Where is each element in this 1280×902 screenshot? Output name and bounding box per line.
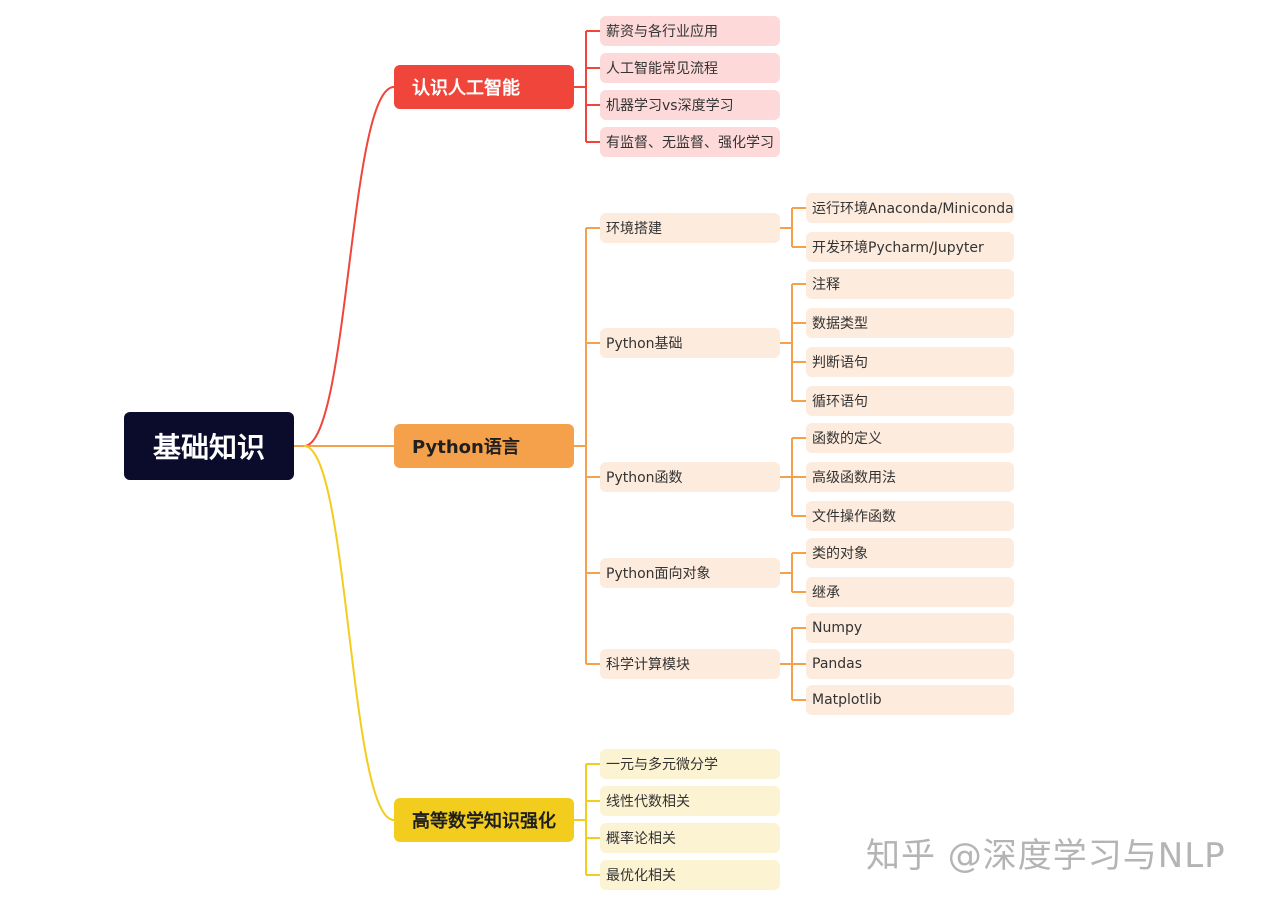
- leaf-ml-vs-dl: 机器学习vs深度学习: [600, 90, 780, 120]
- connector-sci-modules: [780, 627, 806, 701]
- leaf-function-def: 函数的定义: [806, 423, 1014, 453]
- leaf-python-basics: Python基础: [600, 328, 780, 358]
- leaf-matplotlib: Matplotlib: [806, 685, 1014, 715]
- branch-math: 高等数学知识强化: [394, 798, 574, 842]
- leaf-pandas: Pandas: [806, 649, 1014, 679]
- leaf-dev-env: 开发环境Pycharm/Jupyter: [806, 232, 1014, 262]
- branch-ai-intro: 认识人工智能: [394, 65, 574, 109]
- leaf-numpy: Numpy: [806, 613, 1014, 643]
- leaf-advanced-functions: 高级函数用法: [806, 462, 1014, 492]
- leaf-class-objects: 类的对象: [806, 538, 1014, 568]
- leaf-python-oop: Python面向对象: [600, 558, 780, 588]
- connector-python-functions: [780, 437, 806, 517]
- leaf-ai-process: 人工智能常见流程: [600, 53, 780, 83]
- leaf-env-setup: 环境搭建: [600, 213, 780, 243]
- connector-ai-intro: [574, 30, 600, 143]
- connector-root-branch-ai-intro: [303, 86, 395, 447]
- connector-python-oop: [780, 552, 806, 593]
- leaf-learning-types: 有监督、无监督、强化学习: [600, 127, 780, 157]
- leaf-sci-modules: 科学计算模块: [600, 649, 780, 679]
- watermark: 知乎 @深度学习与NLP: [866, 836, 1226, 876]
- leaf-inheritance: 继承: [806, 577, 1014, 607]
- leaf-data-types: 数据类型: [806, 308, 1014, 338]
- leaf-linear-algebra: 线性代数相关: [600, 786, 780, 816]
- leaf-runtime-env: 运行环境Anaconda/Miniconda: [806, 193, 1014, 223]
- leaf-probability: 概率论相关: [600, 823, 780, 853]
- leaf-calculus: 一元与多元微分学: [600, 749, 780, 779]
- leaf-optimization: 最优化相关: [600, 860, 780, 890]
- connector-math: [574, 763, 600, 876]
- connector-python: [574, 227, 600, 665]
- connector-python-basics: [780, 283, 806, 402]
- leaf-python-functions: Python函数: [600, 462, 780, 492]
- leaf-comments: 注释: [806, 269, 1014, 299]
- connector-env-setup: [780, 207, 806, 248]
- leaf-conditionals: 判断语句: [806, 347, 1014, 377]
- leaf-file-functions: 文件操作函数: [806, 501, 1014, 531]
- leaf-salary-industry: 薪资与各行业应用: [600, 16, 780, 46]
- branch-python: Python语言: [394, 424, 574, 468]
- root-node: 基础知识: [124, 412, 294, 480]
- connector-root-branch-math: [303, 445, 395, 821]
- leaf-loops: 循环语句: [806, 386, 1014, 416]
